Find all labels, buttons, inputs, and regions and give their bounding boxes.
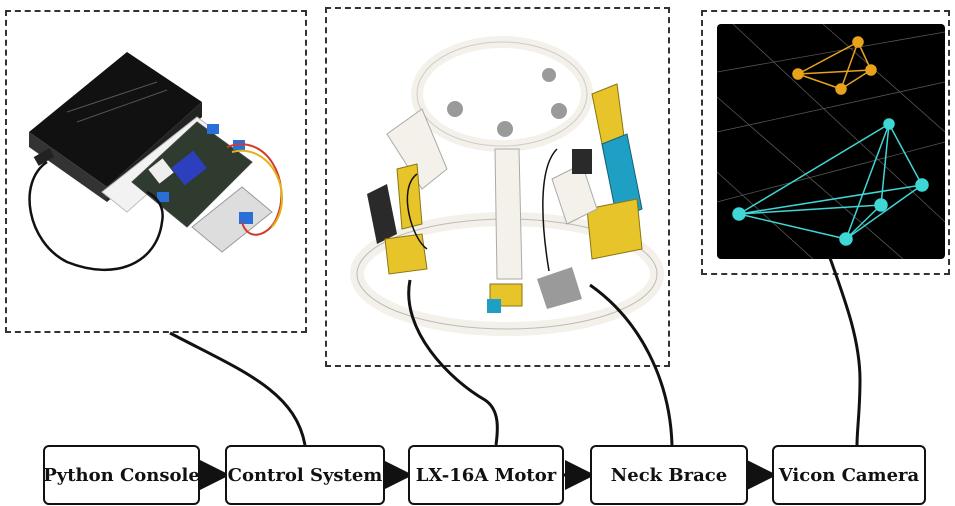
neck-brace-block: Neck Brace: [590, 445, 748, 505]
vicon-view-panel: [701, 10, 950, 275]
lx16a-motor-block: LX-16A Motor: [408, 445, 564, 505]
control-system-block: Control System: [225, 445, 385, 505]
neck-brace-illustration: [350, 36, 664, 336]
vicon-camera-block: Vicon Camera: [772, 445, 926, 505]
connector-panel2-brace: [589, 283, 674, 446]
control-hardware-illustration: [28, 52, 283, 272]
control-hardware-panel: [5, 10, 307, 333]
vicon-marker-render: [716, 23, 946, 260]
connector-panel3-vicon: [828, 257, 862, 446]
orange-marker-cluster: [792, 36, 877, 95]
brace-legs: [367, 83, 643, 313]
neck-brace-panel: [325, 7, 670, 367]
python-console-block: Python Console: [43, 445, 200, 505]
connector-panel1-control: [169, 331, 307, 446]
cyan-marker-cluster: [732, 118, 929, 246]
connector-panel2-motor: [407, 279, 499, 446]
